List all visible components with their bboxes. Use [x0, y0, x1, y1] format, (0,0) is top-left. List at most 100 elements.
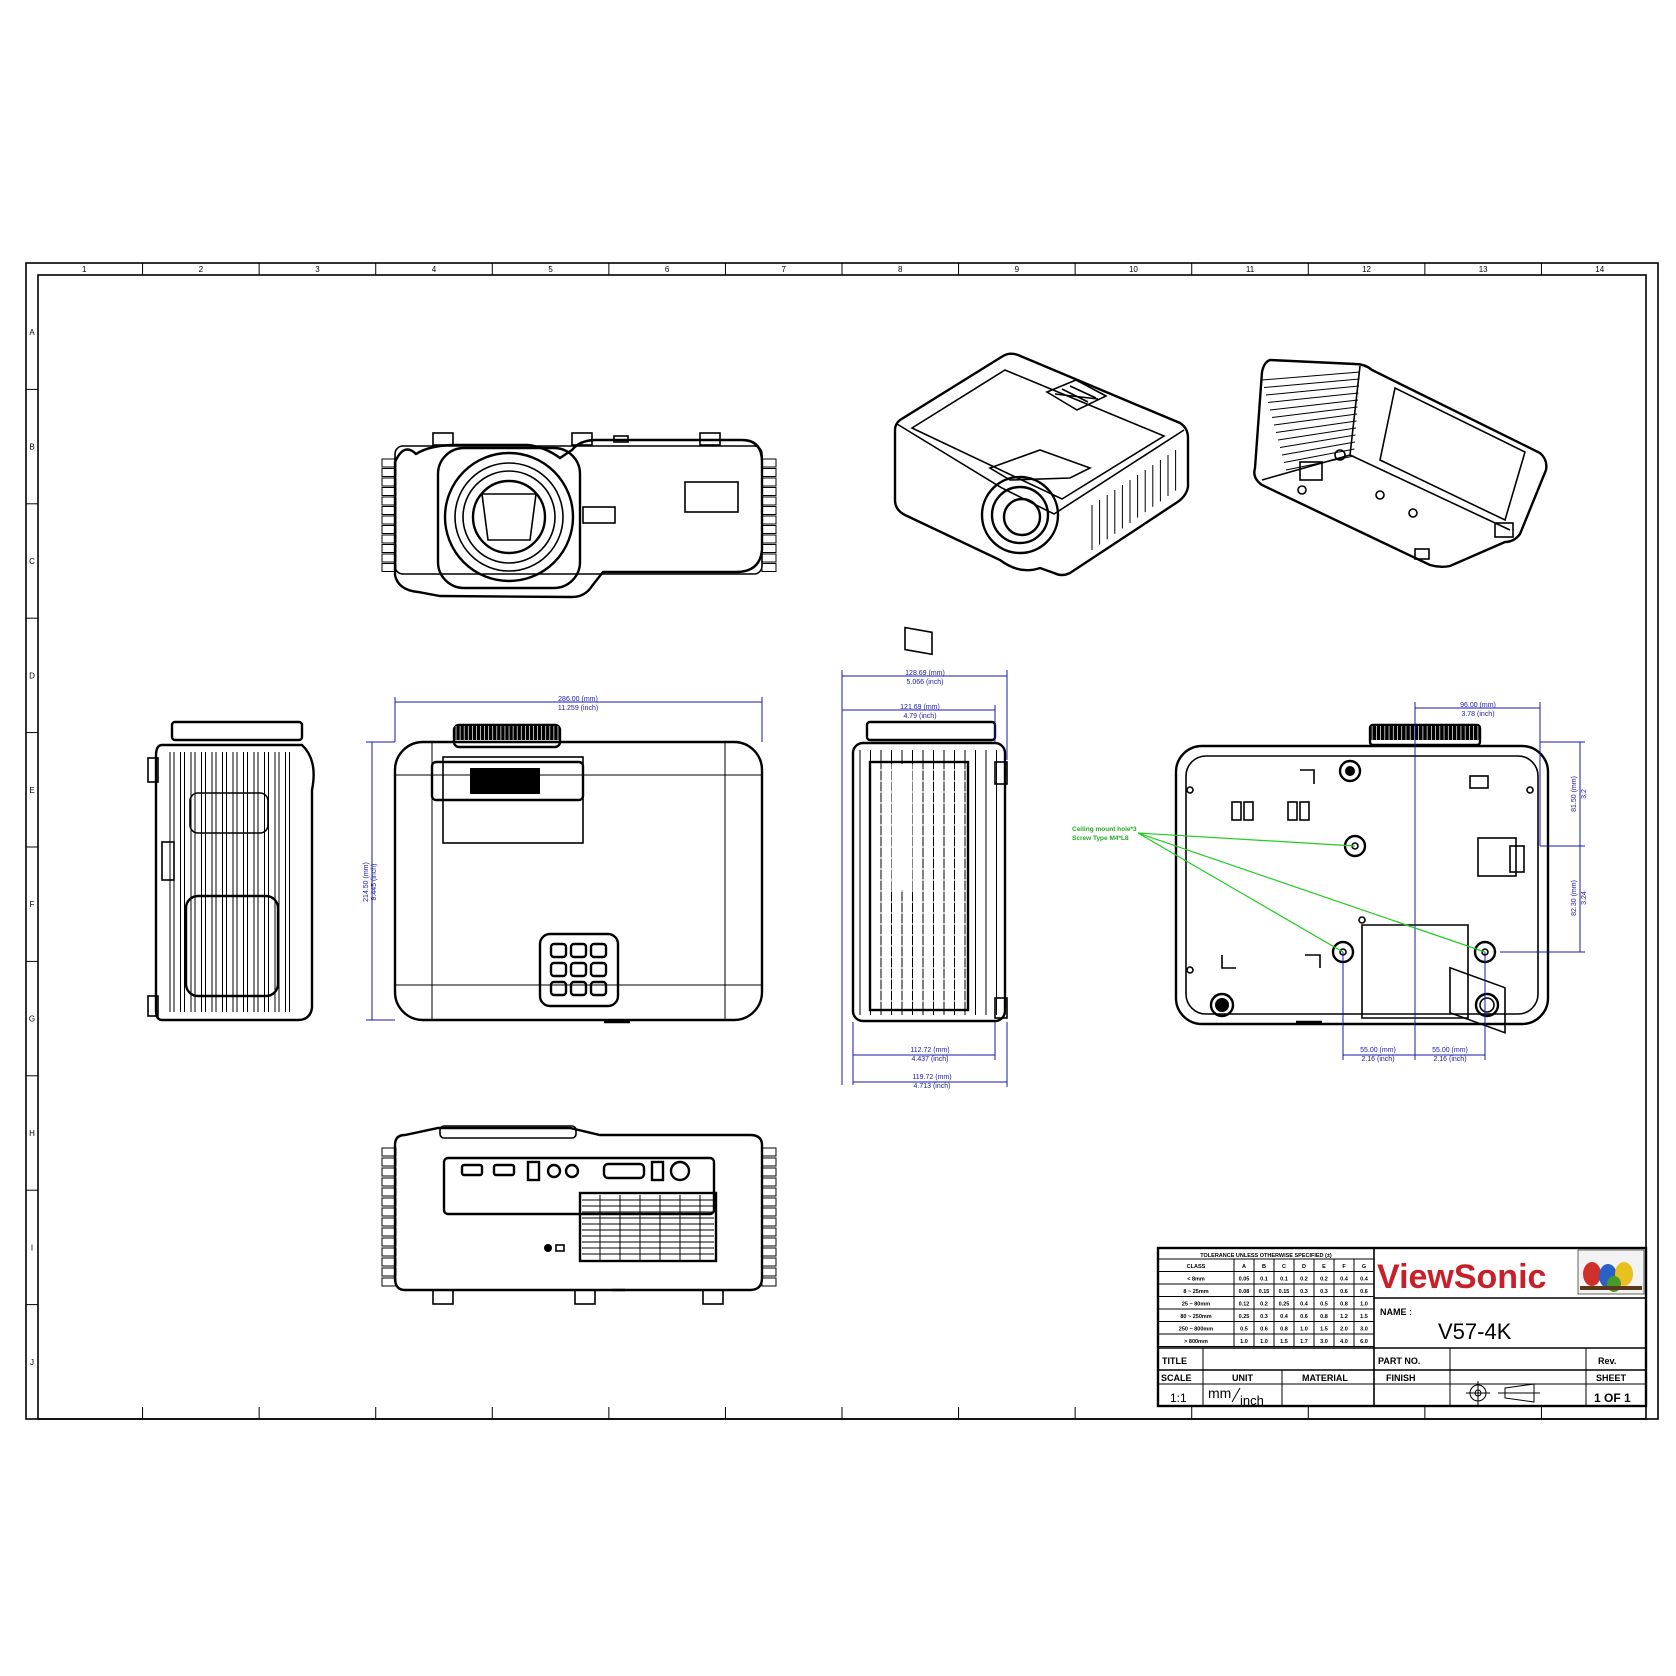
tolerance-cell: 6.0	[1360, 1339, 1368, 1345]
tolerance-cell: 0.25	[1239, 1314, 1250, 1320]
zone-column-label: 9	[1015, 265, 1020, 274]
tolerance-cell: 0.8	[1280, 1327, 1288, 1333]
scale-label: SCALE	[1161, 1373, 1192, 1383]
tolerance-cell: 0.25	[1279, 1302, 1290, 1308]
tolerance-cell: > 800mm	[1184, 1339, 1208, 1345]
tolerance-cell: 2.0	[1340, 1327, 1348, 1333]
tolerance-cell: 0.1	[1280, 1277, 1288, 1283]
tolerance-cell: 1.7	[1300, 1339, 1308, 1345]
tolerance-cell: 1.0	[1240, 1339, 1248, 1345]
tolerance-header-cell: F	[1342, 1264, 1346, 1270]
title-block: TOLERANCE UNLESS OTHERWISE SPECIFIED (±)…	[1156, 1246, 1648, 1408]
tolerance-cell: 1.0	[1300, 1327, 1308, 1333]
bottom-view	[1174, 723, 1550, 1026]
tolerance-cell: 0.2	[1260, 1302, 1268, 1308]
zone-column-label: 10	[1129, 265, 1138, 274]
zone-row-label: H	[29, 1129, 35, 1138]
zone-column-label: 5	[548, 265, 553, 274]
tolerance-cell: 0.05	[1239, 1277, 1250, 1283]
projection-symbol-icon	[1466, 1381, 1540, 1405]
isometric-top-view	[893, 352, 1190, 656]
tolerance-header-cell: D	[1302, 1264, 1306, 1270]
tolerance-cell: 3.0	[1360, 1327, 1368, 1333]
dim-h1-mm: 128.69 (mm)	[905, 670, 945, 677]
tolerance-cell: 0.6	[1360, 1289, 1368, 1295]
part-no-label: PART NO.	[1378, 1356, 1420, 1366]
tolerance-cell: 8 ~ 25mm	[1183, 1289, 1208, 1295]
tolerance-cell: 0.8	[1320, 1314, 1328, 1320]
tolerance-header-cell: A	[1242, 1264, 1246, 1270]
front-view	[381, 432, 777, 599]
zone-column-label: 6	[665, 265, 670, 274]
tolerance-cell: 0.5	[1320, 1302, 1328, 1308]
dim-mount-w-in: 3.78 (inch)	[1461, 711, 1494, 718]
zone-column-label: 1	[82, 265, 87, 274]
tolerance-cell: 0.4	[1300, 1302, 1309, 1308]
tolerance-cell: 25 ~ 80mm	[1182, 1302, 1210, 1308]
zone-column-label: 12	[1362, 265, 1371, 274]
dim-h3-mm: 112.72 (mm)	[910, 1047, 949, 1054]
brand-logo: ViewSonic	[1377, 1258, 1546, 1296]
tolerance-cell: 80 ~ 250mm	[1180, 1314, 1211, 1320]
zone-column-label: 8	[898, 265, 903, 274]
dim-depth-in: 8.445 (inch)	[371, 864, 378, 901]
dim-mount-l-mm: 55.00 (mm)	[1360, 1047, 1396, 1054]
left-side-view	[147, 720, 315, 1022]
zone-column-label: 13	[1479, 265, 1488, 274]
rev-label: Rev.	[1598, 1356, 1616, 1366]
zone-row-label: A	[29, 328, 35, 337]
dim-depth-mm: 214.50 (mm)	[363, 862, 370, 902]
tolerance-cell: 0.3	[1320, 1289, 1328, 1295]
tolerance-cell: 0.15	[1259, 1289, 1270, 1295]
tolerance-cell: 0.1	[1260, 1277, 1268, 1283]
dim-width-in: 11.259 (inch)	[558, 705, 598, 712]
ceiling-mount-annotation: Ceiling mount hole*3 Screw Type M4*L8	[1072, 826, 1486, 953]
zone-column-label: 2	[199, 265, 204, 274]
sheet-label: SHEET	[1596, 1373, 1627, 1383]
tolerance-cell: 0.12	[1239, 1302, 1250, 1308]
zone-row-label: C	[29, 557, 35, 566]
dim-h2-in: 4.79 (inch)	[903, 713, 936, 720]
tolerance-cell: 0.6	[1260, 1327, 1268, 1333]
dimension-lines: 286.00 (mm) 11.259 (inch) 214.50 (mm) 8.…	[363, 670, 1588, 1090]
dim-h4-in: 4.713 (inch)	[914, 1083, 951, 1090]
tolerance-heading: TOLERANCE UNLESS OTHERWISE SPECIFIED (±)	[1200, 1253, 1332, 1259]
tolerance-cell: 0.8	[1340, 1302, 1348, 1308]
tolerance-cell: 4.0	[1340, 1339, 1348, 1345]
tolerance-cell: 1.2	[1340, 1314, 1348, 1320]
zone-row-label: B	[29, 443, 34, 452]
right-side-view	[851, 720, 1008, 1023]
tolerance-cell: 0.2	[1320, 1277, 1328, 1283]
dim-mount-h1-in: 3.2	[1581, 789, 1588, 799]
zone-row-label: I	[31, 1243, 33, 1252]
unit-value-mm: mm	[1208, 1385, 1231, 1401]
tolerance-cell: 1.0	[1360, 1302, 1368, 1308]
zone-row-label: J	[30, 1358, 34, 1367]
zone-column-label: 4	[432, 265, 437, 274]
brand-birds-icon	[1577, 1249, 1645, 1295]
tolerance-cell: 0.08	[1239, 1289, 1250, 1295]
tolerance-cell: 0.4	[1360, 1277, 1369, 1283]
tolerance-cell: 1.5	[1280, 1339, 1288, 1345]
tolerance-cell: 0.15	[1279, 1289, 1290, 1295]
dim-h2-mm: 121.69 (mm)	[900, 704, 940, 711]
tolerance-cell: 1.5	[1360, 1314, 1368, 1320]
dim-mount-w-mm: 96.00 (mm)	[1460, 702, 1496, 709]
dim-mount-r-in: 2.16 (inch)	[1433, 1056, 1466, 1063]
rear-view	[381, 1125, 777, 1305]
tolerance-cell: 0.4	[1340, 1277, 1349, 1283]
name-value: V57-4K	[1438, 1319, 1512, 1344]
dim-mount-h1-mm: 81.50 (mm)	[1571, 776, 1578, 812]
zone-row-label: D	[29, 671, 35, 680]
tolerance-header-cell: E	[1322, 1264, 1326, 1270]
tolerance-header-cell: G	[1362, 1264, 1366, 1270]
annotation-line2: Screw Type M4*L8	[1072, 835, 1129, 842]
zone-column-label: 14	[1595, 265, 1604, 274]
dim-mount-r-mm: 55.00 (mm)	[1432, 1047, 1468, 1054]
zone-row-label: F	[30, 900, 35, 909]
dim-mount-l-in: 2.16 (inch)	[1361, 1056, 1394, 1063]
tolerance-cell: 1.5	[1320, 1327, 1328, 1333]
annotation-line1: Ceiling mount hole*3	[1072, 826, 1137, 833]
